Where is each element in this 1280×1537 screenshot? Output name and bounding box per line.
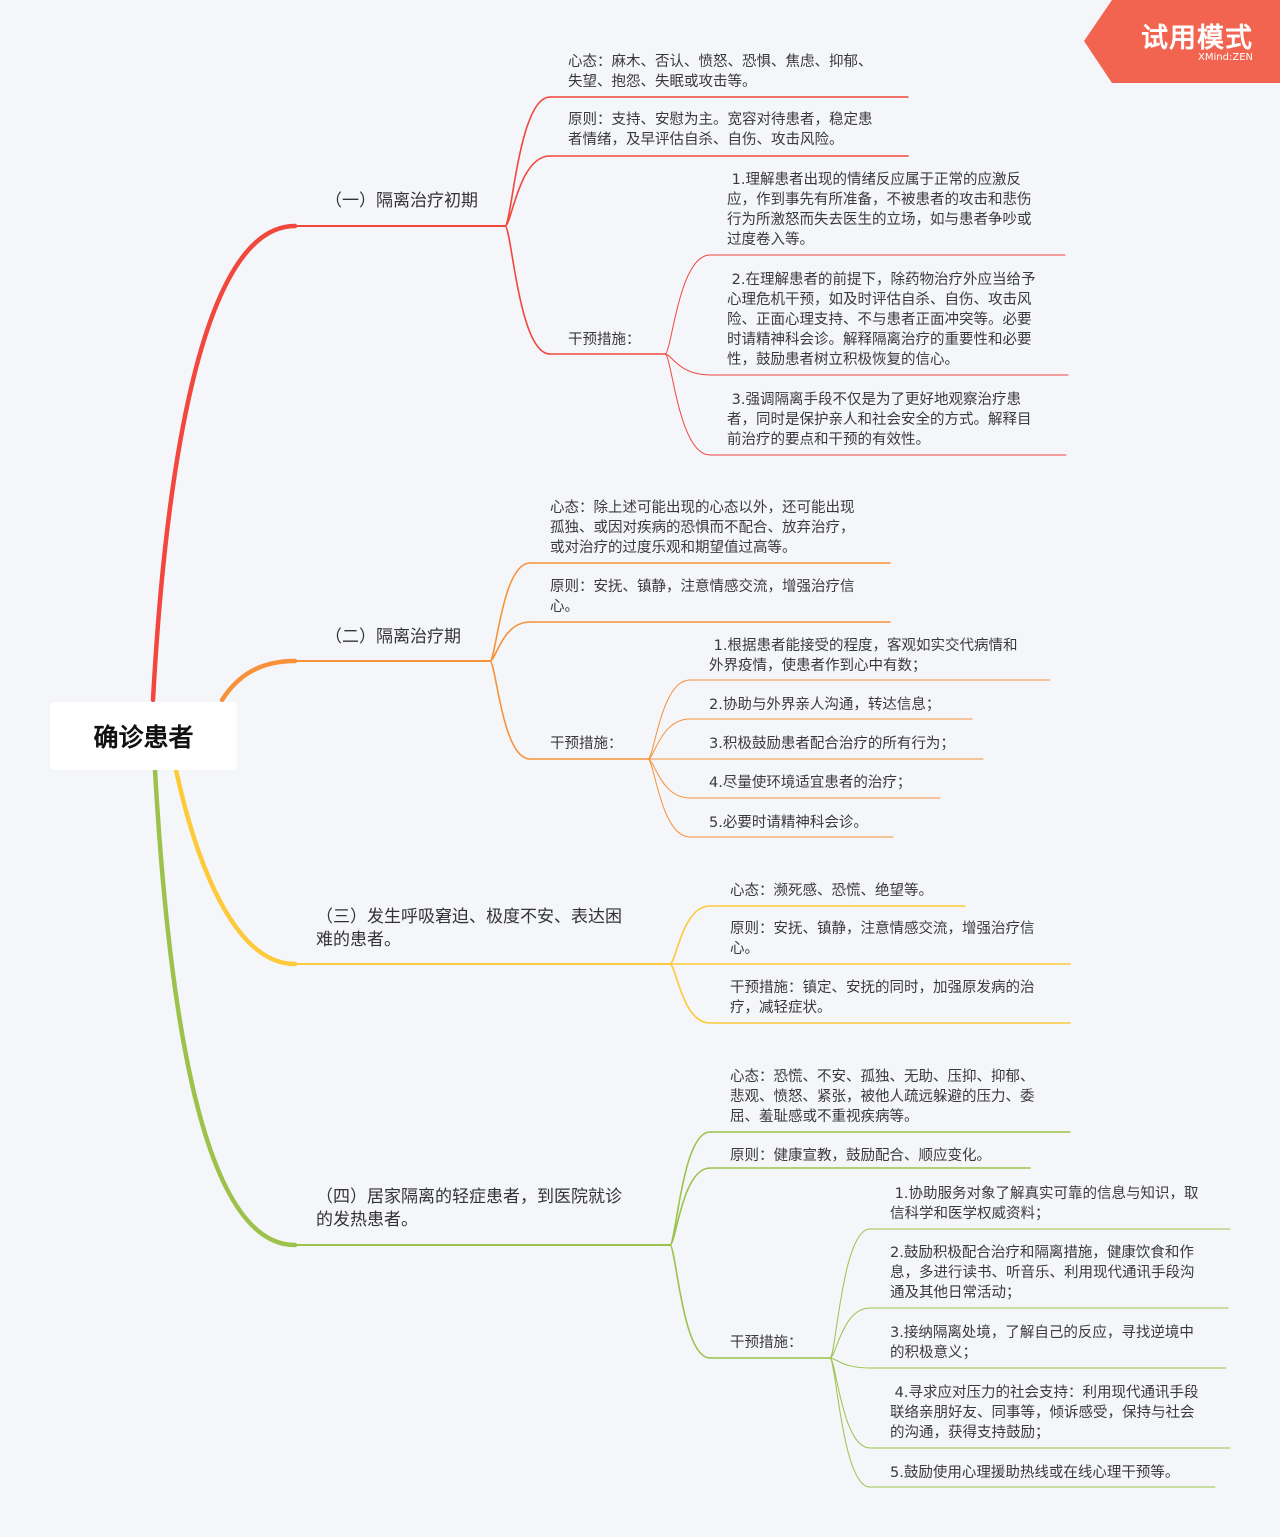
branch-4-mindset[interactable]: 心态：恐慌、不安、孤独、无助、压抑、抑郁、 悲观、愤怒、紧张，被他人疏远躲避的压… [730,1069,1035,1125]
branch-4-item-4[interactable]: 4.寻求应对压力的社会支持：利用现代通讯手段 联络亲朋好友、同事等，倾诉感受，保… [890,1385,1199,1441]
branch-2-item-5[interactable]: 5.必要时请精神科会诊。 [709,815,868,831]
item-connector [664,353,711,456]
branch-3-label[interactable]: （三）发生呼吸窘迫、极度不安、表达困 难的患者。 [316,907,622,950]
branch-1-item-2[interactable]: 2.在理解患者的前提下，除药物治疗外应当给予 心理危机干预，如及时评估自杀、自伤… [727,272,1036,368]
branch-1-label[interactable]: （一）隔离治疗初期 [325,191,478,211]
item-connector [829,1307,871,1359]
branch-1-principle[interactable]: 原则：支持、安慰为主。宽容对待患者，稳定患 者情绪，及早评估自杀、自伤、攻击风险… [568,112,873,148]
branch-2-label[interactable]: （二）隔离治疗期 [325,627,461,647]
item-connector [829,1357,871,1369]
sub-connector [669,963,711,1024]
branch-2-item-3[interactable]: 3.积极鼓励患者配合治疗的所有行为； [709,736,955,752]
item-connector [647,758,691,838]
item-connector [647,758,691,799]
branch-2-item-1[interactable]: 1.根据患者能接受的程度，客观如实交代病情和 外界疫情，使患者作到心中有数； [709,638,1018,674]
branch-4-item-1[interactable]: 1.协助服务对象了解真实可靠的信息与知识，取 信科学和医学权威资料； [890,1186,1199,1222]
branch-2-item-2[interactable]: 2.协助与外界亲人沟通，转达信息； [709,697,941,713]
item-connector [829,1357,871,1449]
trial-mode-badge: 试用模式 XMind:ZEN [1084,0,1280,83]
branch-2-intervention[interactable]: 干预措施： [550,736,623,752]
branch-4-item-3[interactable]: 3.接纳隔离处境，了解自己的反应，寻找逆境中 的积极意义； [890,1325,1194,1361]
trial-mode-label: 试用模式 [1141,23,1253,54]
branch-connector [173,767,298,967]
branch-4-item-2[interactable]: 2.鼓励积极配合治疗和隔离措施，健康饮食和作 息，多进行读书、听音乐、利用现代通… [890,1245,1195,1301]
branch-1-mindset[interactable]: 心态：麻木、否认、愤怒、恐惧、焦虑、抑郁、 失望、抱怨、失眠或攻击等。 [568,54,873,90]
sub-connector [504,225,551,355]
item-connector [664,353,711,376]
branch-2-mindset[interactable]: 心态：除上述可能出现的心态以外，还可能出现 孤独、或因对疾病的恐惧而不配合、放弃… [550,500,855,556]
sub-connector [504,96,551,227]
branch-4-intervention[interactable]: 干预措施： [730,1335,803,1351]
xmind-brand: XMind:ZEN [1198,52,1253,63]
branch-connector [219,658,298,703]
branch-4-label[interactable]: （四）居家隔离的轻症患者，到医院就诊 的发热患者。 [316,1187,622,1230]
sub-connector [669,1167,711,1246]
branch-3-principle[interactable]: 原则：安抚、镇静，注意情感交流，增强治疗信 心。 [730,921,1035,957]
item-connector [829,1357,871,1488]
branch-4-item-5[interactable]: 5.鼓励使用心理援助热线或在线心理干预等。 [890,1465,1180,1481]
branch-2-principle[interactable]: 原则：安抚、镇静，注意情感交流，增强治疗信 心。 [550,579,855,615]
branch-1-intervention[interactable]: 干预措施： [568,332,641,348]
sub-connector [489,660,531,760]
sub-connector [489,562,531,662]
branch-1-item-1[interactable]: 1.理解患者出现的情绪反应属于正常的应激反 应，作到事先有所准备，不被患者的攻击… [727,172,1032,248]
branch-3-mindset[interactable]: 心态：濒死感、恐慌、绝望等。 [730,883,933,899]
item-connector [647,718,691,760]
item-connector [647,679,691,760]
branch-connector [152,767,298,1248]
branch-2-item-4[interactable]: 4.尽量使环境适宜患者的治疗； [709,775,912,791]
sub-connector [504,155,551,227]
branch-connector [150,223,298,703]
sub-connector [489,621,531,662]
sub-connector [669,1244,711,1359]
item-connector [664,254,711,355]
branch-3-intervention[interactable]: 干预措施：镇定、安抚的同时，加强原发病的治 疗，减轻症状。 [730,980,1035,1016]
item-connector [829,1228,871,1359]
root-topic[interactable]: 确诊患者 [50,702,237,770]
branch-4-principle[interactable]: 原则：健康宣教，鼓励配合、顺应变化。 [730,1148,991,1164]
branch-1-item-3[interactable]: 3.强调隔离手段不仅是为了更好地观察治疗患 者，同时是保护亲人和社会安全的方式。… [727,392,1032,448]
sub-connector [669,905,711,965]
